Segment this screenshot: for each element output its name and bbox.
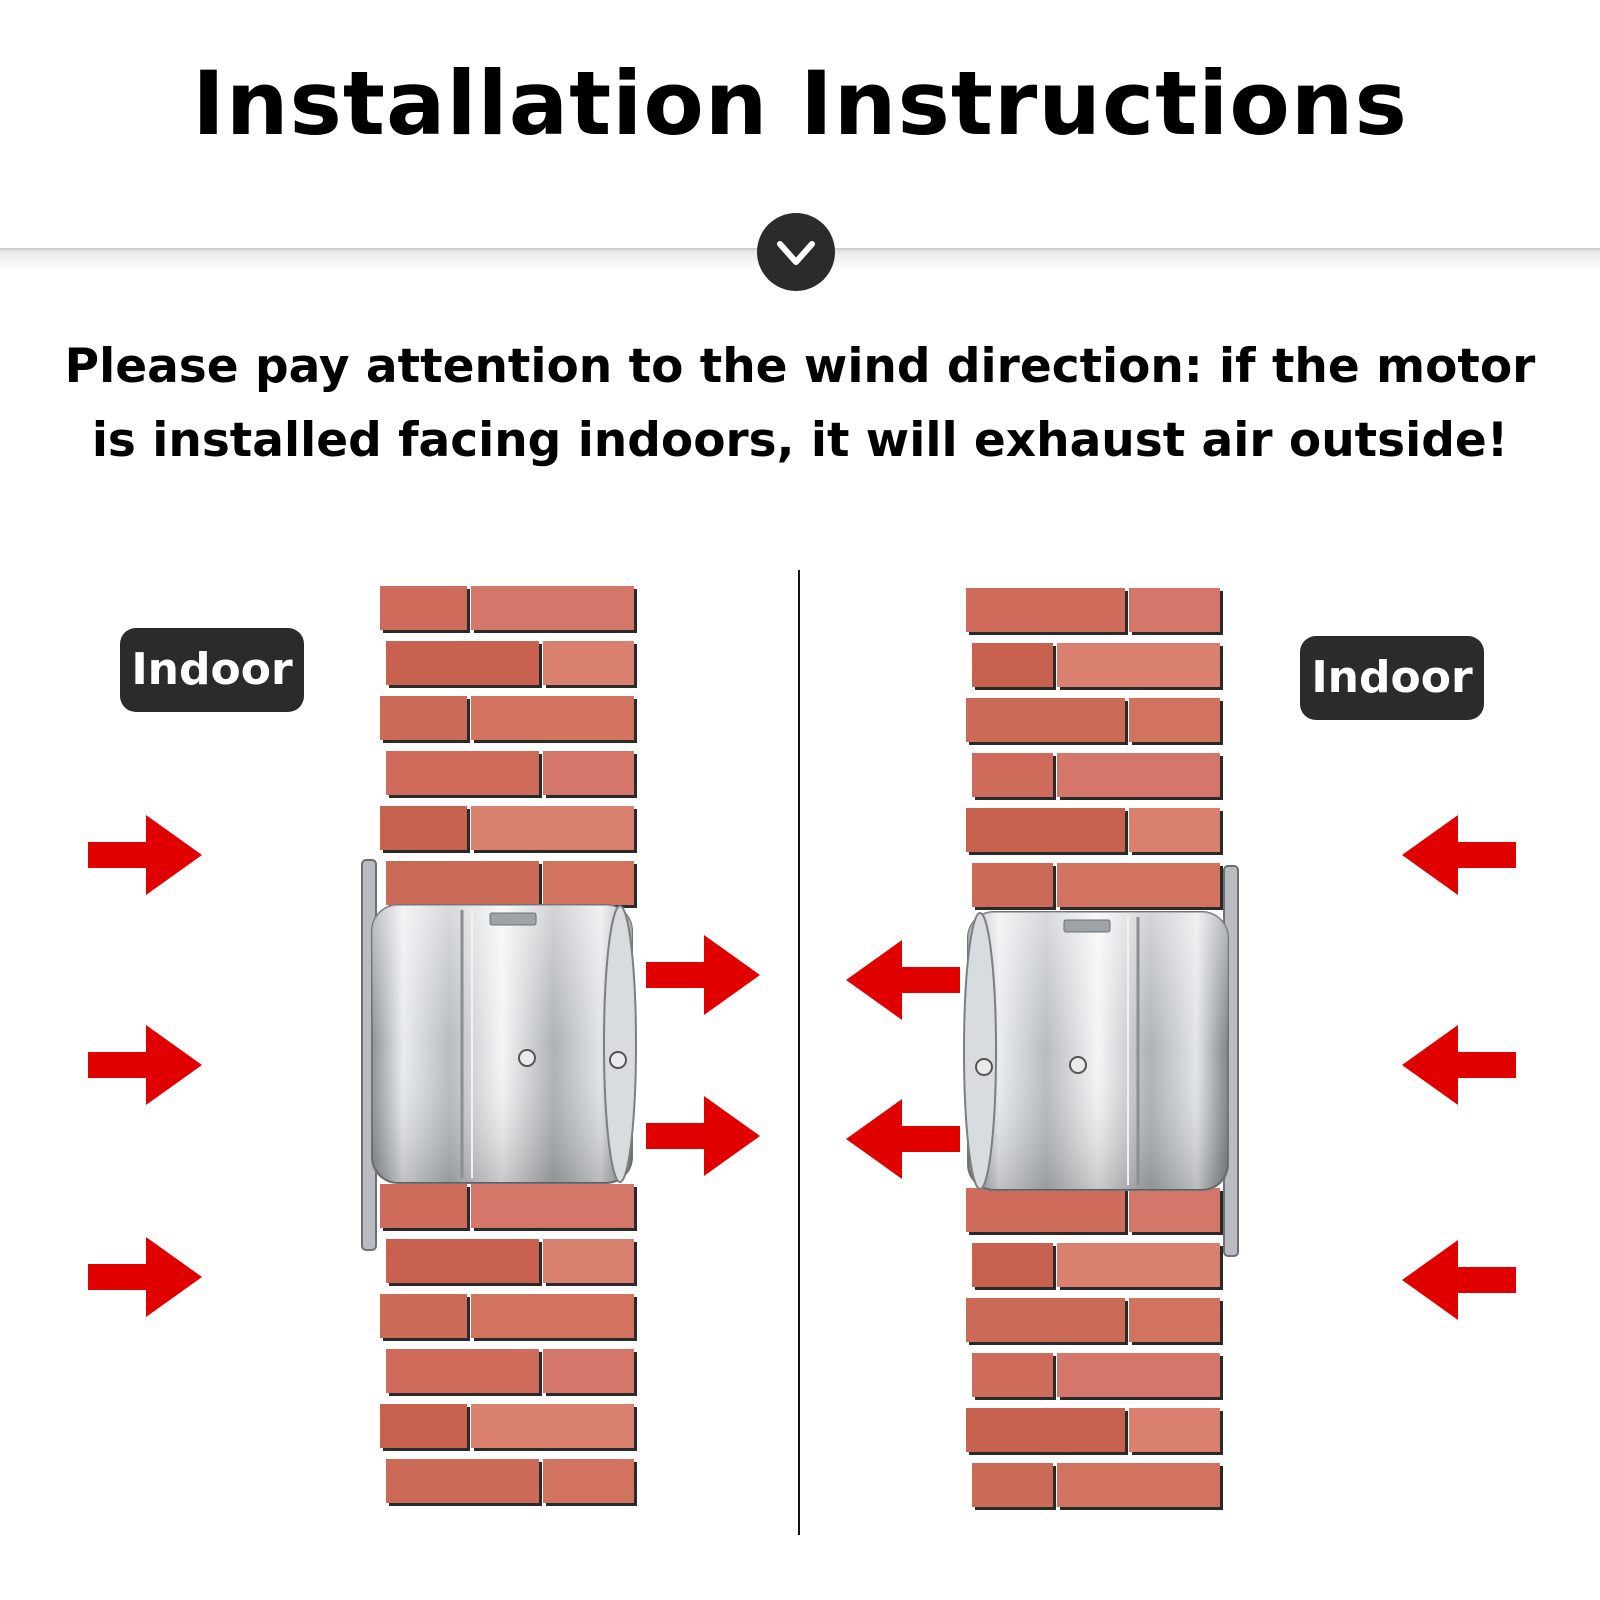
brick [966, 588, 1125, 632]
brick-wall-right [966, 588, 1223, 1510]
instruction-text: Please pay attention to the wind directi… [60, 330, 1540, 478]
brick [1057, 753, 1220, 797]
screw-icon [609, 1051, 627, 1069]
arrow-right-icon [88, 1237, 202, 1317]
airflow-arrows [88, 815, 1516, 1320]
brick [1057, 1463, 1220, 1507]
brick [972, 643, 1053, 687]
brick [543, 861, 634, 905]
brick [543, 1459, 634, 1503]
brick [386, 1239, 539, 1283]
brick [1129, 808, 1220, 852]
arrow-right-icon [646, 935, 760, 1015]
brick [386, 861, 539, 905]
brick [386, 751, 539, 795]
brick [1057, 863, 1220, 907]
arrow-left-icon [1402, 1240, 1516, 1320]
arrow-right-icon [88, 1025, 202, 1105]
duct-fan-right [963, 865, 1239, 1257]
brick [471, 696, 634, 740]
brick [972, 753, 1053, 797]
screw-icon [518, 1049, 536, 1067]
brick [471, 1294, 634, 1338]
brick [1129, 1408, 1220, 1452]
brick [471, 806, 634, 850]
brick [972, 1353, 1053, 1397]
chevron-down-icon [757, 213, 835, 291]
brick [471, 586, 634, 630]
brick [1129, 698, 1220, 742]
brick [380, 696, 467, 740]
instruction-line-2: is installed facing indoors, it will exh… [91, 413, 1509, 468]
instruction-line-1: Please pay attention to the wind directi… [64, 339, 1536, 394]
duct-fan-left [361, 859, 637, 1251]
indoor-label-right: Indoor [1300, 636, 1484, 720]
brick [543, 1349, 634, 1393]
brick [966, 1298, 1125, 1342]
brick [380, 1404, 467, 1448]
brick [471, 1404, 634, 1448]
arrow-left-icon [1402, 815, 1516, 895]
brick [380, 1294, 467, 1338]
brick [471, 1184, 634, 1228]
brick [1129, 1188, 1220, 1232]
arrow-right-icon [646, 1096, 760, 1176]
brick [966, 1408, 1125, 1452]
arrow-left-icon [846, 940, 960, 1020]
indoor-label-left: Indoor [120, 628, 304, 712]
page-title: Installation Instructions [192, 52, 1408, 155]
brick [1129, 1298, 1220, 1342]
brick [386, 641, 539, 685]
brick [1057, 1353, 1220, 1397]
brick [966, 808, 1125, 852]
brick [380, 806, 467, 850]
brick [543, 641, 634, 685]
brick [380, 1184, 467, 1228]
arrow-left-icon [846, 1099, 960, 1179]
brick [972, 863, 1053, 907]
brick [380, 586, 467, 630]
arrow-right-icon [88, 815, 202, 895]
brick-wall-left [380, 586, 637, 1506]
brick [966, 1188, 1125, 1232]
brick [543, 1239, 634, 1283]
brick [972, 1243, 1053, 1287]
brick [1057, 643, 1220, 687]
brick [1129, 588, 1220, 632]
brick [972, 1463, 1053, 1507]
screw-icon [975, 1058, 993, 1076]
brick [1057, 1243, 1220, 1287]
brick [543, 751, 634, 795]
brick [386, 1459, 539, 1503]
brick [966, 698, 1125, 742]
brick [386, 1349, 539, 1393]
arrow-left-icon [1402, 1025, 1516, 1105]
screw-icon [1069, 1056, 1087, 1074]
